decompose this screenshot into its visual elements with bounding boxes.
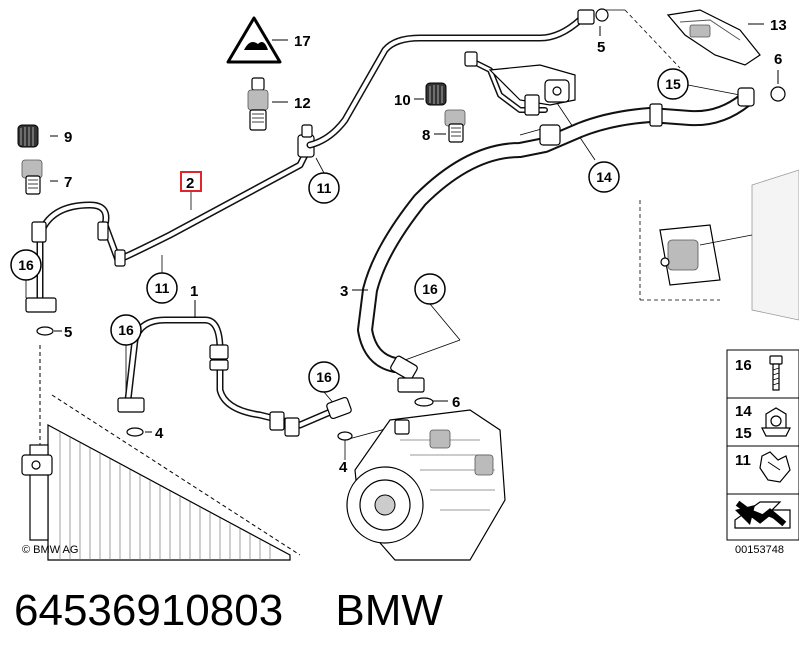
leader-lines (25, 9, 741, 460)
hose-line-top (306, 8, 609, 149)
label-4-bottom: 4 (339, 459, 348, 476)
clip-icon (759, 451, 791, 483)
bolt-icon (769, 355, 783, 391)
callout-labels: 17 12 9 7 10 8 5 13 6 5 4 4 6 1 3 (50, 17, 787, 476)
label-15: 15 (665, 76, 681, 92)
condenser (21, 345, 301, 561)
label-2: 2 (186, 175, 194, 192)
part-number: 64536910803 (14, 586, 284, 635)
part-17-warning-label (226, 16, 282, 64)
direction-arrow-icon (734, 500, 791, 529)
part-12-pressure-switch (247, 77, 269, 131)
label-11-lower: 11 (155, 280, 170, 296)
label-13: 13 (770, 17, 787, 34)
label-16-right: 16 (422, 281, 438, 297)
part-9-cap (17, 124, 39, 148)
label-5-top: 5 (597, 39, 605, 56)
nut-icon (761, 407, 791, 437)
part-13-bracket (666, 9, 761, 66)
label-3: 3 (340, 283, 348, 300)
label-16-mid: 16 (118, 322, 134, 338)
o-rings (36, 326, 434, 441)
legend-label-14: 14 (735, 403, 752, 420)
label-9: 9 (64, 129, 72, 146)
legend-label-11: 11 (735, 452, 751, 469)
label-5-left: 5 (64, 324, 72, 341)
hose-line-3 (357, 86, 786, 393)
label-16-left: 16 (18, 257, 34, 273)
label-6-top: 6 (774, 51, 782, 68)
label-6-bottom: 6 (452, 394, 460, 411)
label-11-upper: 11 (317, 180, 332, 196)
hose-line-1 (117, 316, 352, 437)
part-10-cap (425, 82, 447, 106)
legend-label-16: 16 (735, 357, 752, 374)
circled-callouts (10, 68, 689, 393)
label-7: 7 (64, 174, 72, 191)
label-4-left: 4 (155, 425, 164, 442)
copyright: © BMW AG (22, 544, 78, 556)
heater-unit (659, 169, 799, 321)
diagram-id: 00153748 (735, 544, 784, 556)
compressor (346, 409, 506, 561)
fastener-legend: 16 14 15 11 (726, 349, 799, 541)
part-8-valve (444, 109, 466, 143)
label-10: 10 (394, 92, 411, 109)
legend-label-15: 15 (735, 425, 752, 442)
part-number-line: 64536910803 BMW (14, 586, 443, 636)
label-16-compressor: 16 (316, 369, 332, 385)
label-12: 12 (294, 95, 311, 112)
label-8: 8 (422, 127, 430, 144)
label-1: 1 (190, 283, 198, 300)
label-14: 14 (596, 169, 612, 185)
label-17: 17 (294, 33, 311, 50)
highlighted-part-2[interactable]: 2 (180, 171, 202, 210)
part-7-valve (21, 159, 43, 195)
brand-name: BMW (335, 586, 443, 635)
expansion-valve-block (464, 51, 576, 146)
